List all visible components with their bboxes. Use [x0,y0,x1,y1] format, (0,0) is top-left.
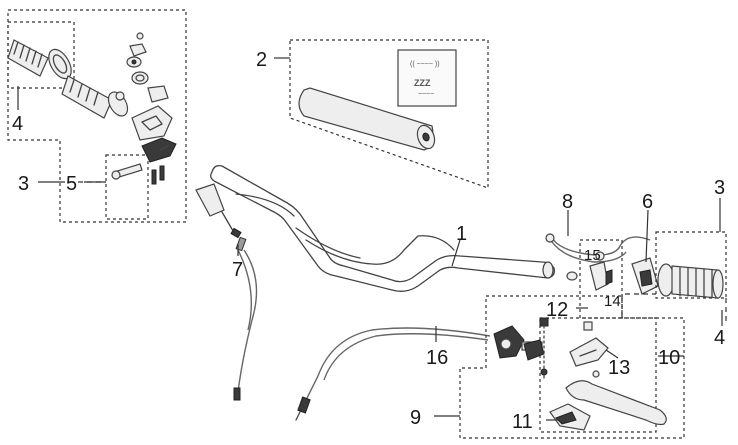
callout-13: 13 [608,357,630,379]
screw-subgroup-box [105,154,149,220]
callout-6: 6 [642,191,653,213]
kill-switch-wire-part [545,233,651,281]
callout-12: 12 [546,299,568,321]
leader-lines [17,57,723,421]
callout-14: 14 [604,293,621,310]
callout-4-left: 4 [12,113,23,135]
throttle-tube-part [61,75,129,119]
lever-subgroup-box [539,317,657,433]
callout-8: 8 [562,191,573,213]
callout-3-right: 3 [714,177,725,199]
pivot-bolt-part [539,317,549,381]
lever-body-part [569,321,609,378]
svg-text:(( ~~~~ )): (( ~~~~ )) [410,61,440,68]
adjuster-screw-part [111,163,143,180]
right-switch-housing-part [631,257,659,295]
throttle-assembly-dashed-box [7,9,187,223]
throttle-assembly-group [7,9,187,223]
callout-labels: 1 2 3 3 4 4 5 6 7 8 9 10 11 12 13 14 15 … [12,49,725,433]
grip-subgroup-box [7,21,75,89]
clutch-perch-part [493,325,545,361]
clutch-lever-assembly-group [459,295,685,439]
callout-1: 1 [456,223,467,245]
right-grip-outer-dashed [621,293,727,324]
callout-5: 5 [66,173,77,195]
clutch-lever-blade-part [565,380,667,426]
callout-10: 10 [658,347,680,369]
callout-16: 16 [426,347,448,369]
bar-pad-group: (( ~~~~ )) ZZZ ~~~~ [289,39,489,189]
callout-2: 2 [256,49,267,71]
svg-text:ZZZ: ZZZ [414,78,431,88]
callout-11: 11 [512,411,533,433]
left-grip-part [7,39,72,80]
callout-3-left: 3 [18,173,29,195]
throttle-cable-part [195,183,258,401]
throttle-housing-part [131,105,177,185]
hot-start-lever-part [549,403,591,431]
callout-15: 15 [584,247,601,264]
clutch-cable-part [295,327,491,421]
bar-pad-part [298,87,436,151]
right-grip-subgroup-box [655,231,727,299]
right-grip-group [621,231,727,324]
throttle-small-parts [115,32,169,103]
handlebar-part [210,164,556,292]
callout-7: 7 [232,259,243,281]
svg-text:~~~~: ~~~~ [418,91,434,98]
bar-pad-sticker: (( ~~~~ )) ZZZ ~~~~ [397,49,457,107]
callout-4-right: 4 [714,327,725,349]
callout-9: 9 [410,407,421,429]
bar-pad-dashed-box [289,39,489,189]
